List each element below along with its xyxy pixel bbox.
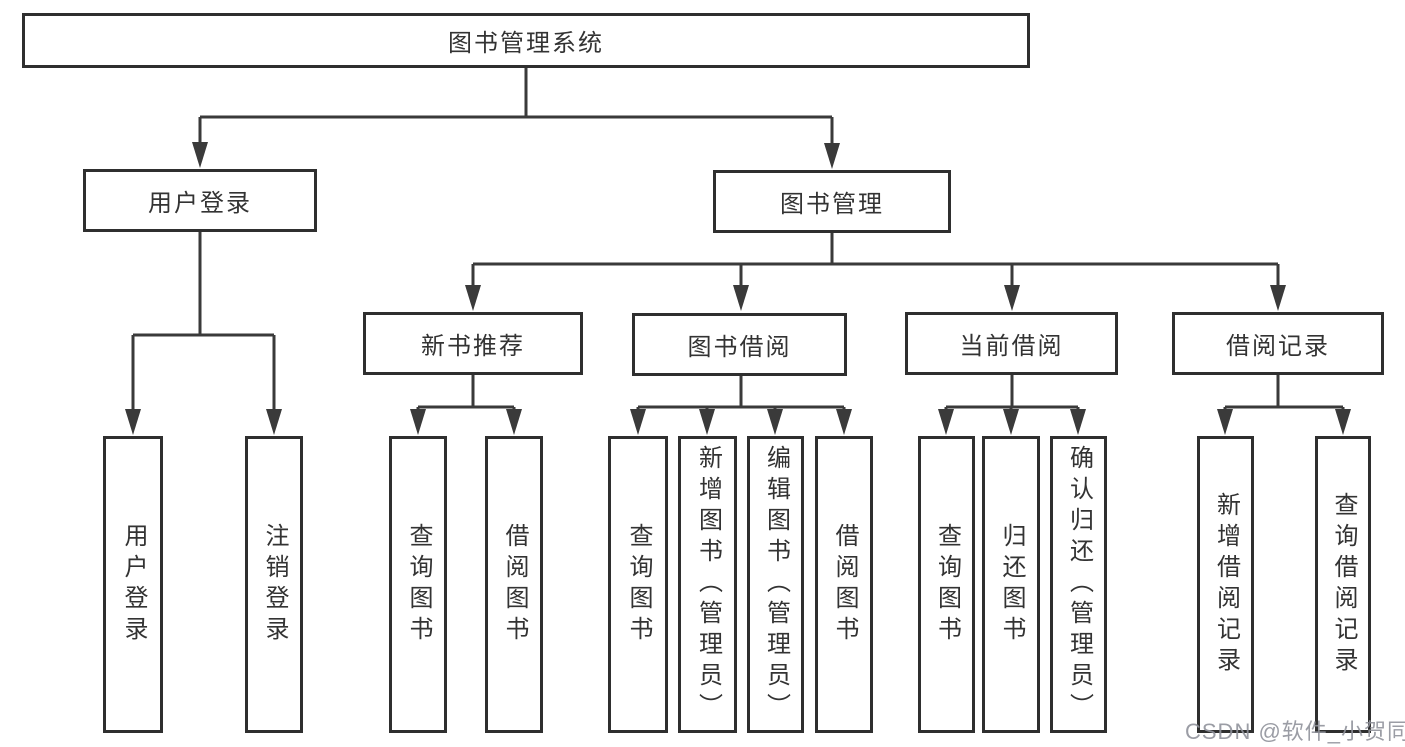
leaf-label: 注销登录 (261, 522, 288, 647)
connector-book-mgmt-to-level3 (465, 233, 1286, 311)
node-label: 借阅记录 (1226, 333, 1330, 360)
leaf-label: 查询借阅记录 (1330, 491, 1357, 678)
connector-root-to-level2 (192, 68, 840, 169)
connector-borrow-records-to-leaves (1217, 375, 1351, 435)
node-label: 图书管理 (780, 191, 884, 218)
leaf-label: 查询图书 (625, 522, 652, 647)
node-library-management-system: 图书管理系统 (22, 13, 1030, 68)
node-user-login: 用户登录 (83, 169, 317, 232)
node-book-management: 图书管理 (713, 170, 951, 233)
leaf-add-borrow-record: 新增借阅记录 (1197, 436, 1254, 733)
leaf-query-borrow-record: 查询借阅记录 (1315, 436, 1371, 733)
node-new-book-recommendation: 新书推荐 (363, 312, 583, 375)
connector-new-book-rec-to-leaves (410, 375, 522, 435)
leaf-query-books-recommendation: 查询图书 (389, 436, 447, 733)
leaf-label: 确认归还（管理员） (1065, 445, 1093, 724)
connector-book-borrow-to-leaves (630, 376, 852, 435)
node-label: 图书管理系统 (448, 30, 604, 57)
node-label: 图书借阅 (687, 334, 792, 361)
leaf-label: 借阅图书 (831, 522, 858, 647)
leaf-label: 用户登录 (120, 522, 147, 647)
leaf-label: 新增图书（管理员） (694, 445, 722, 724)
leaf-user-login: 用户登录 (103, 436, 163, 733)
node-label: 当前借阅 (959, 333, 1064, 360)
csdn-watermark: CSDN @软件_小贺同学 (1185, 719, 1405, 744)
leaf-borrow-books: 借阅图书 (815, 436, 873, 733)
leaf-confirm-return-admin: 确认归还（管理员） (1050, 436, 1107, 733)
leaf-label: 查询图书 (933, 522, 961, 647)
leaf-label: 查询图书 (405, 522, 432, 647)
leaf-label: 编辑图书（管理员） (762, 445, 790, 724)
leaf-query-books-borrowing: 查询图书 (608, 436, 668, 733)
leaf-borrow-books-recommendation: 借阅图书 (485, 436, 543, 733)
leaf-label: 新增借阅记录 (1212, 491, 1240, 678)
node-label: 新书推荐 (421, 333, 525, 360)
leaf-query-books-current: 查询图书 (918, 436, 975, 733)
connector-current-borrow-to-leaves (938, 375, 1086, 435)
node-current-borrowing: 当前借阅 (905, 312, 1118, 375)
node-label: 用户登录 (148, 190, 252, 217)
node-book-borrowing: 图书借阅 (632, 313, 847, 376)
leaf-add-books-admin: 新增图书（管理员） (678, 436, 737, 733)
leaf-return-books: 归还图书 (982, 436, 1040, 733)
leaf-logout: 注销登录 (245, 436, 303, 733)
connector-user-login-to-leaves (125, 232, 282, 435)
leaf-label: 归还图书 (998, 522, 1025, 647)
node-borrowing-records: 借阅记录 (1172, 312, 1384, 375)
leaf-edit-books-admin: 编辑图书（管理员） (747, 436, 804, 733)
leaf-label: 借阅图书 (501, 522, 528, 647)
